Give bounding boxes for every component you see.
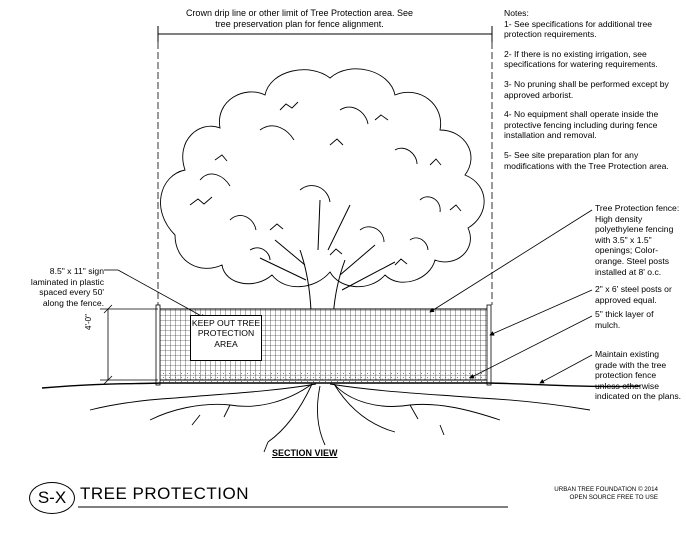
- callout-fence: Tree Protection fence: High density poly…: [595, 203, 680, 277]
- callout-grade: Maintain existing grade with the tree pr…: [595, 349, 682, 402]
- ground-line: [41, 382, 641, 389]
- tree-canopy: [160, 68, 485, 288]
- keep-out-sign: KEEP OUT TREE PROTECTION AREA: [190, 315, 262, 361]
- detail-title: TREE PROTECTION: [80, 484, 250, 503]
- note-4: 4- No equipment shall operate inside the…: [504, 109, 659, 141]
- height-dimension: [100, 304, 158, 385]
- note-1: 1- See specifications for additional tre…: [504, 18, 653, 40]
- credit-line-1: URBAN TREE FOUNDATION © 2014: [554, 486, 658, 493]
- note-2: 2- If there is no existing irrigation, s…: [504, 48, 658, 70]
- mulch-layer: [160, 372, 487, 384]
- leader-lines: [104, 209, 593, 384]
- detail-id-bubble: S-X: [29, 482, 75, 514]
- credit-block: URBAN TREE FOUNDATION © 2014 OPEN SOURCE…: [520, 486, 658, 502]
- note-3: 3- No pruning shall be performed except …: [504, 78, 669, 100]
- notes-block: Notes: 1- See specifications for additio…: [504, 8, 676, 171]
- fence-post-left: [155, 304, 161, 386]
- callout-sign: 8.5" x 11" sign laminated in plastic spa…: [30, 266, 104, 308]
- section-view-label: SECTION VIEW: [272, 448, 338, 458]
- crown-dimension-line: [157, 26, 493, 305]
- callout-mulch: 5" thick layer of mulch.: [595, 309, 654, 330]
- note-5: 5- See site preparation plan for any mod…: [504, 149, 669, 171]
- credit-line-2: OPEN SOURCE FREE TO USE: [569, 494, 658, 501]
- fence-post-right: [486, 304, 492, 386]
- fence-height-label: 4'-0": [84, 314, 93, 330]
- tree-roots: [89, 383, 591, 453]
- callout-posts: 2" x 6' steel posts or approved equal.: [595, 284, 672, 305]
- crown-note: Crown drip line or other limit of Tree P…: [185, 8, 414, 29]
- notes-heading: Notes:: [504, 8, 529, 18]
